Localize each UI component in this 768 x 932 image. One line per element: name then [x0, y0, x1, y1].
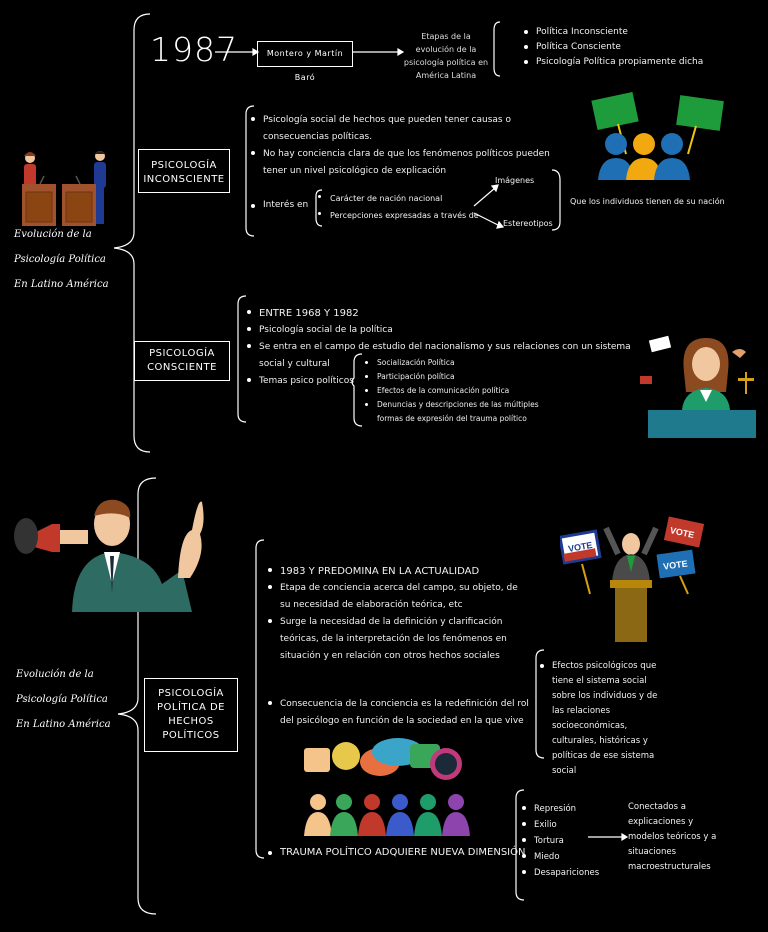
root-title-line: En Latino América	[14, 279, 109, 290]
stages-list: Política Inconsciente Política Conscient…	[524, 25, 703, 70]
bullet-item: TRAUMA POLÍTICO ADQUIERE NUEVA DIMENSIÓN	[268, 846, 525, 860]
root-title-line: Evolución de la	[16, 669, 94, 680]
vote-sign-text: VOTE	[663, 558, 689, 571]
interes-sub-list: Carácter de nación nacional Percepciones…	[318, 190, 479, 224]
stage-item: Política Consciente	[524, 40, 703, 55]
root-title-line: En Latino América	[16, 719, 111, 730]
bullet-item: ENTRE 1968 Y 1982	[247, 305, 639, 322]
inconsciente-bullets: Psicología social de hechos que pueden t…	[251, 112, 573, 180]
trauma-item: Desapariciones	[522, 865, 599, 881]
authors-box: Montero y Martín Baró	[257, 41, 353, 82]
tema-item: Participación política	[365, 370, 563, 384]
politician-vote-illustration: VOTE VOTE VOTE	[560, 516, 705, 642]
root-title-line: Evolución de la	[14, 229, 92, 240]
bullet-item: Psicología social de hechos que pueden t…	[251, 112, 573, 146]
root-title-line: Psicología Política	[16, 694, 108, 705]
bullet-item: Psicología social de la política	[247, 322, 639, 339]
protest-illustration	[591, 92, 724, 180]
root-title-1: Evolución de la Psicología Política En L…	[14, 222, 109, 297]
consecuencia-bullet: Consecuencia de la conciencia es la rede…	[268, 696, 530, 730]
consciente-box: PSICOLOGÍA CONSCIENTE	[134, 341, 230, 381]
trauma-item: Exilio	[522, 817, 599, 833]
stage-item: Psicología Política propiamente dicha	[524, 55, 703, 70]
hechos-politicos-box: PSICOLOGÍA POLÍTICA DE HECHOS POLÍTICOS	[144, 678, 238, 752]
vote-sign-text: VOTE	[567, 540, 593, 554]
consciente-bullets: ENTRE 1968 Y 1982 Psicología social de l…	[247, 305, 639, 390]
trauma-bullet: TRAUMA POLÍTICO ADQUIERE NUEVA DIMENSIÓN	[268, 846, 525, 860]
tema-item: Socialización Política	[365, 356, 563, 370]
trauma-item: Miedo	[522, 849, 599, 865]
bullet-item: Efectos psicológicos que tiene el sistem…	[540, 659, 670, 779]
interes-bullet: Interés en	[251, 199, 308, 212]
bullet-item: Se entra en el campo de estudio del naci…	[247, 339, 639, 373]
sub-item: Carácter de nación nacional	[318, 190, 479, 207]
vote-sign-text: VOTE	[669, 525, 695, 540]
trauma-items-list: Represión Exilio Tortura Miedo Desaparic…	[522, 801, 599, 881]
bullet-item: 1983 Y PREDOMINA EN LA ACTUALIDAD	[268, 563, 522, 580]
debate-illustration	[22, 151, 106, 226]
bullet-item: Temas psico políticos	[247, 373, 639, 390]
root-title-2: Evolución de la Psicología Política En L…	[16, 662, 111, 737]
bullet-item: Surge la necesidad de la definición y cl…	[268, 614, 522, 665]
sub-item: Percepciones expresadas a través de	[318, 207, 479, 224]
stage-item: Política Inconsciente	[524, 25, 703, 40]
stages-title: Etapas de la evolución de la psicología …	[403, 32, 489, 80]
root-title-line: Psicología Política	[14, 254, 106, 265]
trauma-item: Represión	[522, 801, 599, 817]
speaker-woman-illustration	[640, 335, 756, 438]
estereotipos-label: Estereotipos	[503, 219, 553, 228]
bullet-item: Consecuencia de la conciencia es la rede…	[268, 696, 530, 730]
bullet-item: Interés en	[251, 199, 308, 212]
bullet-item: No hay conciencia clara de que los fenóm…	[251, 146, 573, 180]
conclusion-label: Que los individuos tienen de su nación	[570, 197, 725, 206]
bullet-item: Etapa de conciencia acerca del campo, su…	[268, 580, 522, 614]
crowd-speech-bubbles-illustration	[304, 738, 470, 836]
tema-item: Denuncias y descripciones de las múltipl…	[365, 398, 563, 426]
conectados-text: Conectados a explicaciones y modelos teó…	[628, 802, 717, 872]
section2-bullets: 1983 Y PREDOMINA EN LA ACTUALIDAD Etapa …	[268, 563, 522, 665]
inconsciente-box: PSICOLOGÍA INCONSCIENTE	[138, 149, 230, 193]
imagenes-label: Imágenes	[495, 176, 535, 185]
efectos-bullet: Efectos psicológicos que tiene el sistem…	[540, 659, 670, 779]
megaphone-man-illustration	[14, 499, 204, 612]
tema-item: Efectos de la comunicación política	[365, 384, 563, 398]
year-1987: 1987	[150, 30, 238, 69]
trauma-item: Tortura	[522, 833, 599, 849]
temas-list: Socialización Política Participación pol…	[365, 356, 563, 426]
